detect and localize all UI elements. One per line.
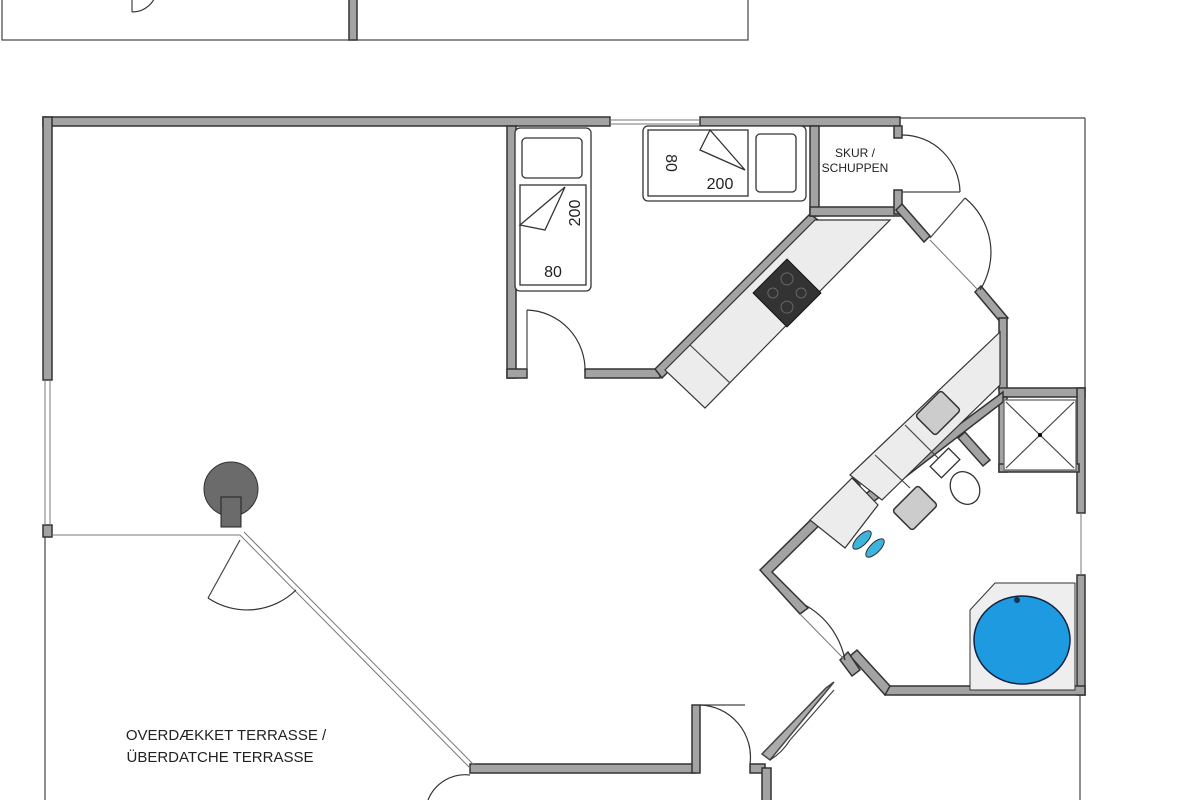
toilet-icon	[929, 447, 981, 505]
bed-2: 80 200	[642, 125, 807, 202]
stove-icon	[752, 258, 822, 328]
bathroom-sink-icon	[892, 485, 938, 531]
shed-label-line1: SKUR /	[835, 146, 876, 160]
windows	[44, 119, 1082, 769]
shower-icon	[1003, 399, 1077, 471]
bed-2-width: 80	[662, 154, 679, 172]
bed-1: 200 80	[514, 127, 592, 292]
kitchen-sink-icon	[915, 390, 961, 436]
bed-1-length: 200	[567, 200, 584, 227]
washer-dryer-icon	[852, 530, 885, 558]
doors	[207, 134, 992, 800]
kitchen-counter	[664, 219, 1001, 549]
fireplace-icon	[203, 461, 259, 528]
bed-1-width: 80	[544, 264, 562, 281]
outer-boundary	[44, 117, 1086, 800]
upper-floor-fragment	[1, 0, 749, 41]
bathtub-icon	[969, 582, 1076, 691]
terrace-label-line2: ÜBERDATCHE TERRASSE	[127, 748, 314, 766]
bed-2-length: 200	[707, 176, 734, 193]
terrace-label-line1: OVERDÆKKET TERRASSE /	[126, 727, 327, 744]
shed-label-line2: SCHUPPEN	[822, 161, 889, 175]
